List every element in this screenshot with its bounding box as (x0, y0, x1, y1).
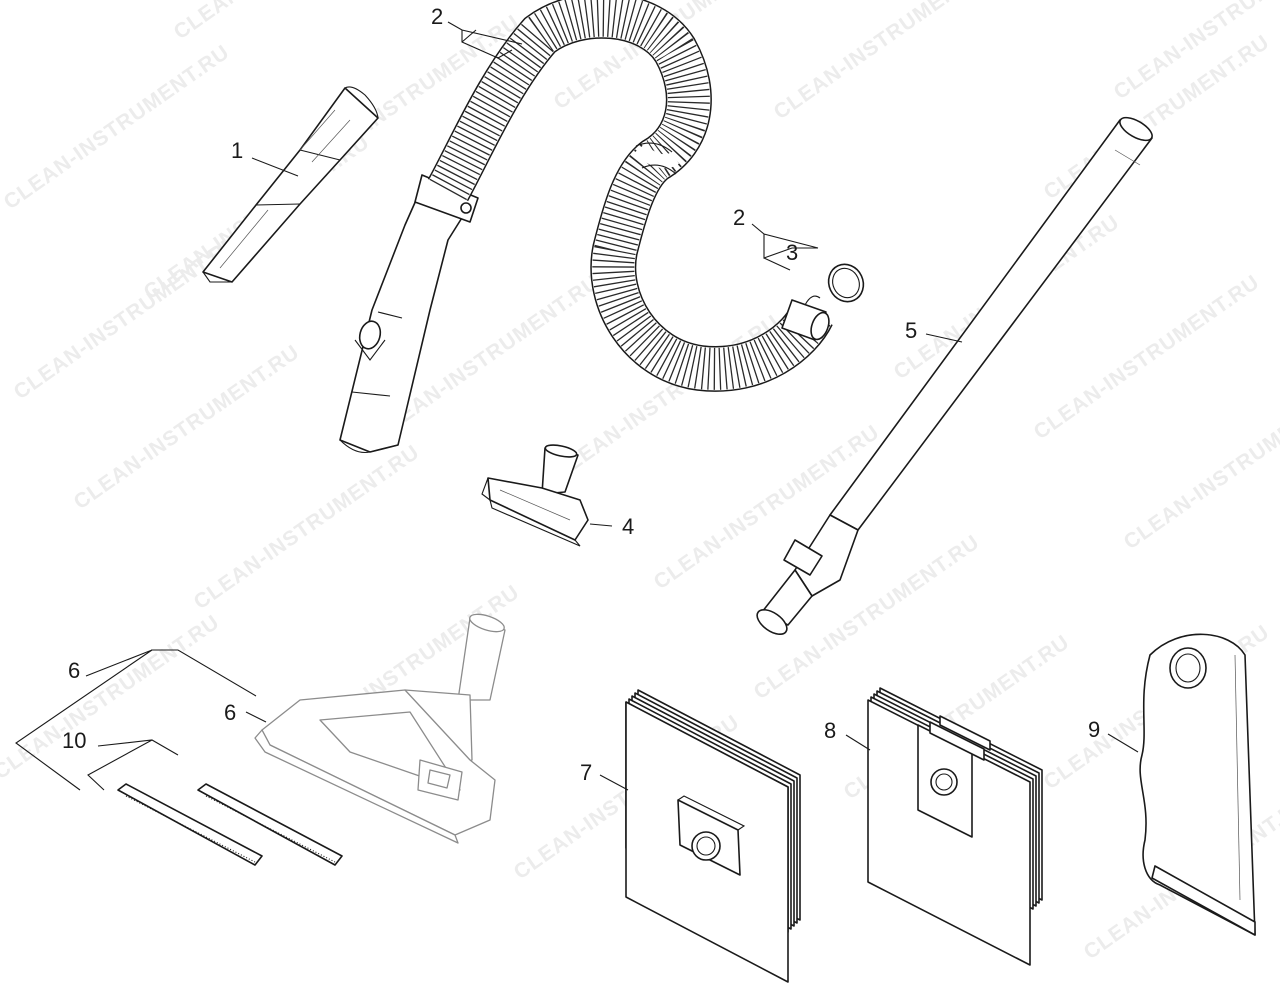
watermark: CLEAN-INSTRUMENT.RU (10, 230, 244, 404)
suction-tube (756, 116, 1153, 636)
watermark: CLEAN-INSTRUMENT.RU (1030, 270, 1264, 444)
watermark: CLEAN-INSTRUMENT.RU (170, 0, 404, 44)
leader-lines (15, 21, 1139, 791)
callout-2-hose: 2 (431, 4, 443, 29)
paper-filter-bags (625, 689, 801, 983)
fleece-filter-bags (867, 687, 1043, 966)
callout-4: 4 (622, 514, 634, 539)
cloth-filter-bag (1139, 633, 1256, 936)
callout-6-group: 6 (68, 658, 80, 683)
hose-assembly (339, 0, 833, 454)
watermark: CLEAN-INSTRUMENT.RU (0, 40, 234, 214)
callout-3: 3 (786, 240, 798, 265)
callout-8: 8 (824, 718, 836, 743)
watermark: CLEAN-INSTRUMENT.RU (1120, 380, 1280, 554)
callout-1: 1 (231, 138, 243, 163)
crevice-nozzle (202, 86, 379, 283)
callout-9: 9 (1088, 717, 1100, 742)
upholstery-nozzle (481, 444, 589, 547)
callout-labels: 1 2 2 3 4 5 6 6 10 7 8 9 (62, 4, 1100, 785)
callout-5: 5 (905, 318, 917, 343)
o-ring (827, 263, 865, 303)
callout-6: 6 (224, 700, 236, 725)
nozzle-strips (117, 783, 343, 866)
callout-2-alt: 2 (733, 205, 745, 230)
watermark: CLEAN-INSTRUMENT.RU (190, 440, 424, 614)
floor-nozzle (254, 613, 506, 844)
watermark: CLEAN-INSTRUMENT.RU (0, 610, 224, 784)
watermark: CLEAN-INSTRUMENT.RU (770, 0, 1004, 124)
callout-10: 10 (62, 728, 86, 753)
callout-7: 7 (580, 760, 592, 785)
watermark: CLEAN-INSTRUMENT.RU (70, 340, 304, 514)
